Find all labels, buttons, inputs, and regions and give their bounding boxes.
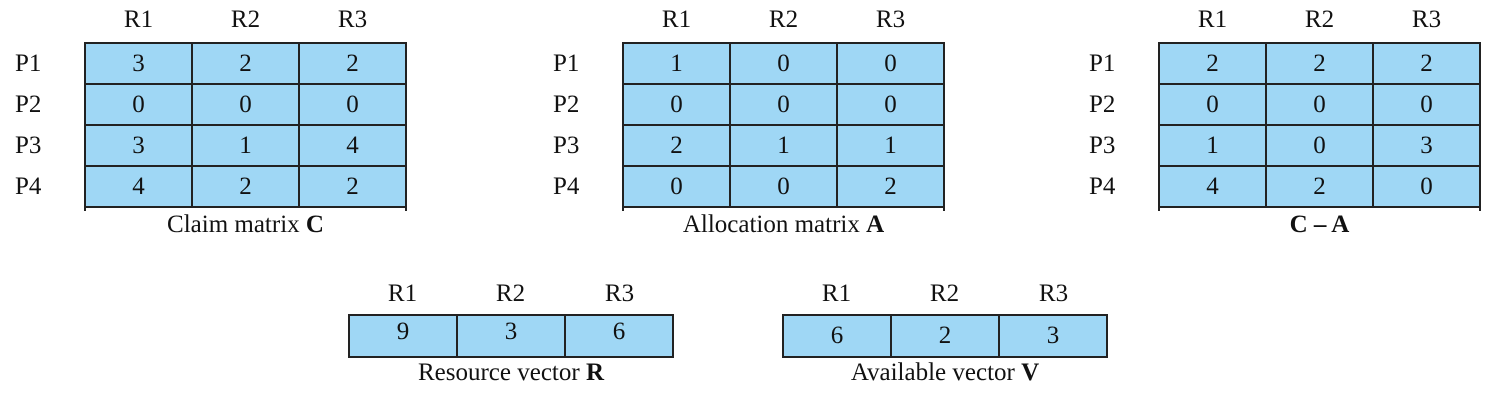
row-label: P4 xyxy=(553,173,580,200)
matrix-cell: 2 xyxy=(1267,44,1374,85)
matrix-cell: 0 xyxy=(1374,167,1481,208)
column-header: R3 xyxy=(1411,6,1442,33)
column-header: R1 xyxy=(821,280,852,307)
vector-cell: 6 xyxy=(784,316,892,358)
row-label: P2 xyxy=(1089,91,1116,118)
column-header: R3 xyxy=(604,280,635,307)
row-label: P2 xyxy=(15,91,42,118)
matrix-cell: 2 xyxy=(193,44,300,85)
row-label: P3 xyxy=(15,132,42,159)
column-header: R1 xyxy=(387,280,418,307)
row-label: P1 xyxy=(15,50,42,77)
matrix-cell: 3 xyxy=(86,126,193,167)
resource-caption: Resource vector R xyxy=(417,359,605,386)
column-header: R3 xyxy=(1038,280,1069,307)
need-grid: 2 2 2 0 0 0 1 0 3 4 2 0 xyxy=(1158,42,1481,208)
matrix-cell: 4 xyxy=(1160,167,1267,208)
matrix-cell: 2 xyxy=(624,126,731,167)
matrix-cell: 1 xyxy=(1160,126,1267,167)
matrix-cell: 2 xyxy=(1267,167,1374,208)
vector-cell: 3 xyxy=(458,316,566,358)
matrix-cell: 1 xyxy=(193,126,300,167)
matrix-cell: 0 xyxy=(1267,126,1374,167)
allocation-grid: 1 0 0 0 0 0 2 1 1 0 0 2 xyxy=(622,42,945,208)
row-label: P1 xyxy=(553,50,580,77)
matrix-cell: 0 xyxy=(193,85,300,126)
matrix-cell: 2 xyxy=(1374,44,1481,85)
matrix-cell: 0 xyxy=(624,167,731,208)
claim-grid: 3 2 2 0 0 0 3 1 4 4 2 2 xyxy=(84,42,407,208)
vector-cell: 6 xyxy=(566,316,674,358)
resource-grid: 9 3 6 xyxy=(348,314,674,358)
matrix-cell: 4 xyxy=(300,126,407,167)
column-header: R2 xyxy=(768,6,799,33)
column-header: R1 xyxy=(123,6,154,33)
row-label: P3 xyxy=(1089,132,1116,159)
matrix-cell: 1 xyxy=(731,126,838,167)
matrix-cell: 0 xyxy=(1374,85,1481,126)
matrix-cell: 4 xyxy=(86,167,193,208)
need-caption: C – A xyxy=(1289,211,1350,238)
matrix-cell: 0 xyxy=(624,85,731,126)
available-caption: Available vector V xyxy=(850,359,1040,386)
column-header: R1 xyxy=(661,6,692,33)
row-label: P4 xyxy=(15,173,42,200)
column-header: R2 xyxy=(230,6,261,33)
row-label: P3 xyxy=(553,132,580,159)
matrix-cell: 0 xyxy=(300,85,407,126)
row-label: P4 xyxy=(1089,173,1116,200)
matrix-cell: 0 xyxy=(731,85,838,126)
column-header: R3 xyxy=(875,6,906,33)
matrix-cell: 1 xyxy=(838,126,945,167)
column-header: R3 xyxy=(337,6,368,33)
matrix-cell: 0 xyxy=(1160,85,1267,126)
matrix-cell: 2 xyxy=(300,44,407,85)
column-header: R2 xyxy=(495,280,526,307)
matrix-cell: 2 xyxy=(193,167,300,208)
column-header: R2 xyxy=(929,280,960,307)
matrix-cell: 1 xyxy=(624,44,731,85)
matrix-cell: 0 xyxy=(838,44,945,85)
allocation-caption: Allocation matrix A xyxy=(682,211,885,238)
column-header: R2 xyxy=(1304,6,1335,33)
matrix-cell: 0 xyxy=(86,85,193,126)
matrix-cell: 0 xyxy=(838,85,945,126)
matrix-cell: 0 xyxy=(731,44,838,85)
available-grid: 6 2 3 xyxy=(782,314,1108,358)
vector-cell: 2 xyxy=(892,316,1000,358)
column-header: R1 xyxy=(1197,6,1228,33)
matrix-cell: 0 xyxy=(731,167,838,208)
vector-cell: 3 xyxy=(1000,316,1108,358)
matrix-cell: 2 xyxy=(300,167,407,208)
row-label: P1 xyxy=(1089,50,1116,77)
matrix-cell: 2 xyxy=(1160,44,1267,85)
row-label: P2 xyxy=(553,91,580,118)
matrix-cell: 3 xyxy=(86,44,193,85)
matrix-cell: 3 xyxy=(1374,126,1481,167)
matrix-cell: 0 xyxy=(1267,85,1374,126)
vector-cell: 9 xyxy=(350,316,458,358)
claim-caption: Claim matrix C xyxy=(167,211,324,238)
matrix-cell: 2 xyxy=(838,167,945,208)
